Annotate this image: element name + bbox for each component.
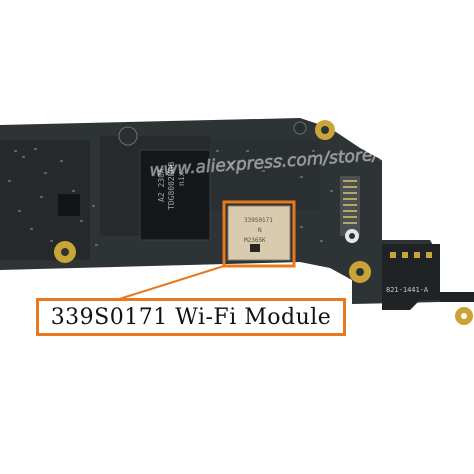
memory-chip: [139, 149, 211, 241]
screw-pads: [54, 120, 371, 283]
svg-text:339S0171: 339S0171: [244, 217, 273, 224]
callout-label-box: 339S0171 Wi-Fi Module: [36, 298, 346, 336]
memory-chip-text: nix TDG8002MGB A2 230A: [157, 162, 186, 210]
flex-label: 821-1441-A: [386, 286, 429, 294]
svg-text:M2365K: M2365K: [244, 237, 266, 244]
svg-text:TDG8002MGB: TDG8002MGB: [167, 162, 176, 210]
connector-pins: [343, 180, 357, 224]
board-shadow-region: [210, 140, 320, 210]
antenna-flex: [382, 244, 440, 310]
svg-text:N: N: [258, 227, 262, 234]
callout-line: [115, 265, 225, 301]
highlight-box: [222, 200, 296, 268]
small-chip: [58, 194, 80, 216]
screw-pad-hole: [461, 313, 467, 319]
flex-cable: [440, 292, 474, 302]
wifi-module-text: 339S0171 N M2365K: [244, 217, 273, 244]
svg-text:A2 230A: A2 230A: [157, 168, 166, 202]
flex-pads: [390, 252, 432, 258]
callout-label: 339S0171 Wi-Fi Module: [50, 304, 332, 330]
svg-text:nix: nix: [177, 171, 186, 186]
wifi-module-logo: [250, 244, 260, 252]
